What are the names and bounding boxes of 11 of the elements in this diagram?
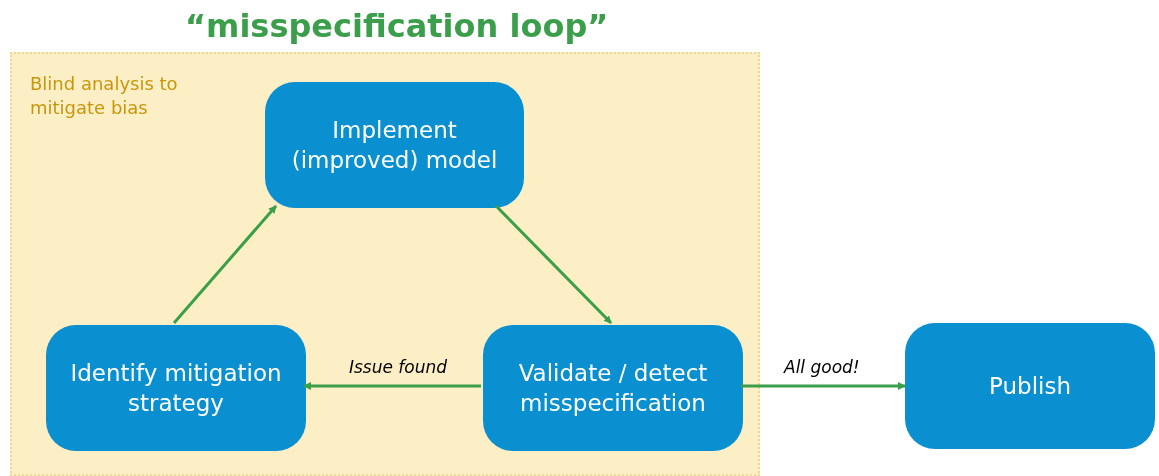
process-box: Validate / detect misspecification [483,325,743,451]
process-box: Publish [905,323,1155,449]
process-box: Implement (improved) model [265,82,524,208]
arrow [741,382,906,390]
arrow [172,205,278,324]
panel-background [10,52,760,476]
arrow [495,204,613,325]
panel-note: Blind analysis to mitigate bias [30,72,179,120]
arrow [303,382,481,390]
process-box: Identify mitigation strategy [46,325,306,451]
title: “misspecification loop” [185,6,609,47]
